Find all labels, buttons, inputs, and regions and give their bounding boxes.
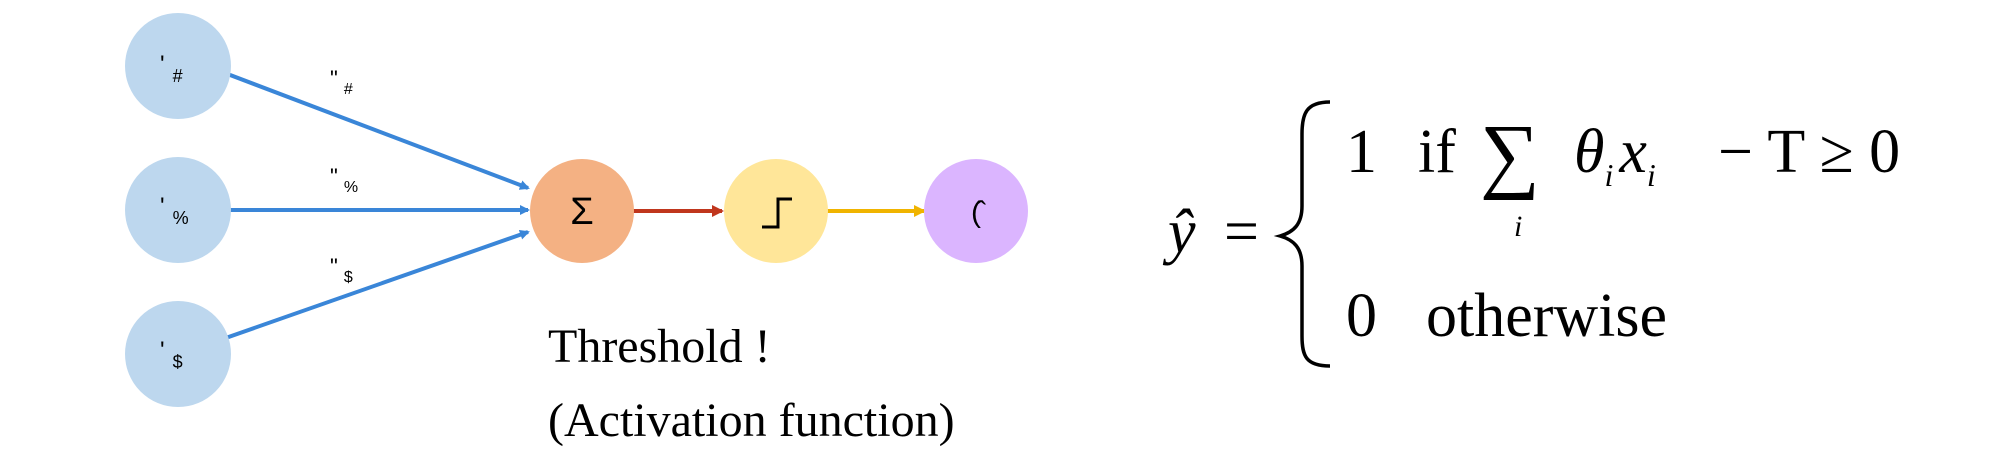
input-node-2: [125, 157, 231, 263]
edge-input-3-to-sum: [179, 229, 530, 356]
weight-label-1: "#: [330, 66, 353, 98]
input-node-2-label: '%: [160, 193, 189, 228]
input-node-1-label: '#: [160, 51, 183, 86]
output-node: [924, 159, 1028, 263]
formula-case1-sum: ∑: [1480, 108, 1540, 201]
sum-symbol: Σ: [570, 191, 594, 233]
formula-case1-if: if: [1418, 118, 1456, 186]
formula-case1-value: 1: [1346, 118, 1377, 186]
formula-case1-sum-index: i: [1514, 210, 1522, 243]
step-function-icon: [762, 197, 792, 229]
caption-activation-function: (Activation function): [548, 394, 955, 447]
step-node: [724, 159, 828, 263]
formula-lhs: ŷ: [1162, 198, 1196, 266]
sum-node: [530, 159, 634, 263]
formula-case2-value: 0: [1346, 282, 1377, 350]
input-node-3: [125, 301, 231, 407]
formula-equals: =: [1224, 198, 1259, 266]
edge-input-1-to-sum: [179, 54, 530, 190]
input-node-1: [125, 13, 231, 119]
formula-brace: [1273, 100, 1331, 368]
caption-threshold: Threshold !: [548, 320, 771, 373]
weight-label-2: "%: [330, 164, 358, 196]
input-node-3-label: '$: [160, 337, 183, 372]
formula-case1-rest: − T ≥ 0: [1718, 118, 1900, 186]
formula-case2-text: otherwise: [1426, 282, 1667, 350]
weight-label-3: "$: [330, 254, 353, 286]
formula-case1-theta: θixi: [1574, 118, 1656, 193]
